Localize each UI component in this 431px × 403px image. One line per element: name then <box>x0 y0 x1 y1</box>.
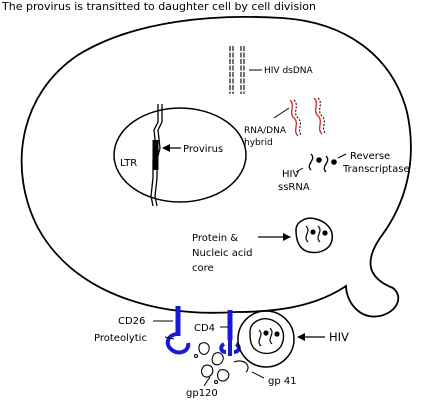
reverse-transcriptase-label-line2: Transcriptase <box>342 164 410 175</box>
chromosome-provirus <box>150 104 163 207</box>
diagram-title: The provirus is transitted to daughter c… <box>1 0 316 13</box>
hiv-ssrna-label-line2: ssRNA <box>278 182 310 193</box>
provirus-label: Provirus <box>183 144 223 155</box>
gp120-gp41-fragments <box>194 342 249 384</box>
rna-dna-hybrid-strands <box>289 97 327 137</box>
rna-dna-hybrid-label-line1: RNA/DNA <box>244 126 287 136</box>
provirus-segment <box>152 140 159 170</box>
reverse-transcriptase-dots <box>316 157 337 165</box>
cd26-label: CD26 <box>118 316 145 327</box>
cd26-receptor <box>165 306 191 355</box>
hiv-ssrna-label-line1: HIV <box>282 169 299 180</box>
host-cell-membrane <box>20 16 412 318</box>
ltr-label: LTR <box>120 158 137 169</box>
hiv-dsdna-strands <box>229 46 245 94</box>
rna-dna-hybrid-label-line2: hybrid <box>244 138 273 148</box>
hiv-virion <box>237 310 295 368</box>
hiv-ssrna-strands <box>308 153 329 173</box>
gp41-label: gp 41 <box>268 376 297 387</box>
reverse-transcriptase-label-line1: Reverse <box>350 151 390 162</box>
nucleus <box>113 107 247 203</box>
core-label-line1: Protein & <box>192 233 238 244</box>
hiv-label: HIV <box>329 330 349 344</box>
gp120-label: gp120 <box>186 388 218 399</box>
cd4-label: CD4 <box>194 323 215 334</box>
core-label-line3: core <box>192 263 214 274</box>
hiv-dsdna-label: HIV dsDNA <box>264 66 314 76</box>
viral-core <box>295 217 334 254</box>
cd4-receptor <box>219 310 241 356</box>
core-label-line2: Nucleic acid <box>192 248 252 259</box>
proteolytic-label: Proteolytic <box>94 333 147 344</box>
